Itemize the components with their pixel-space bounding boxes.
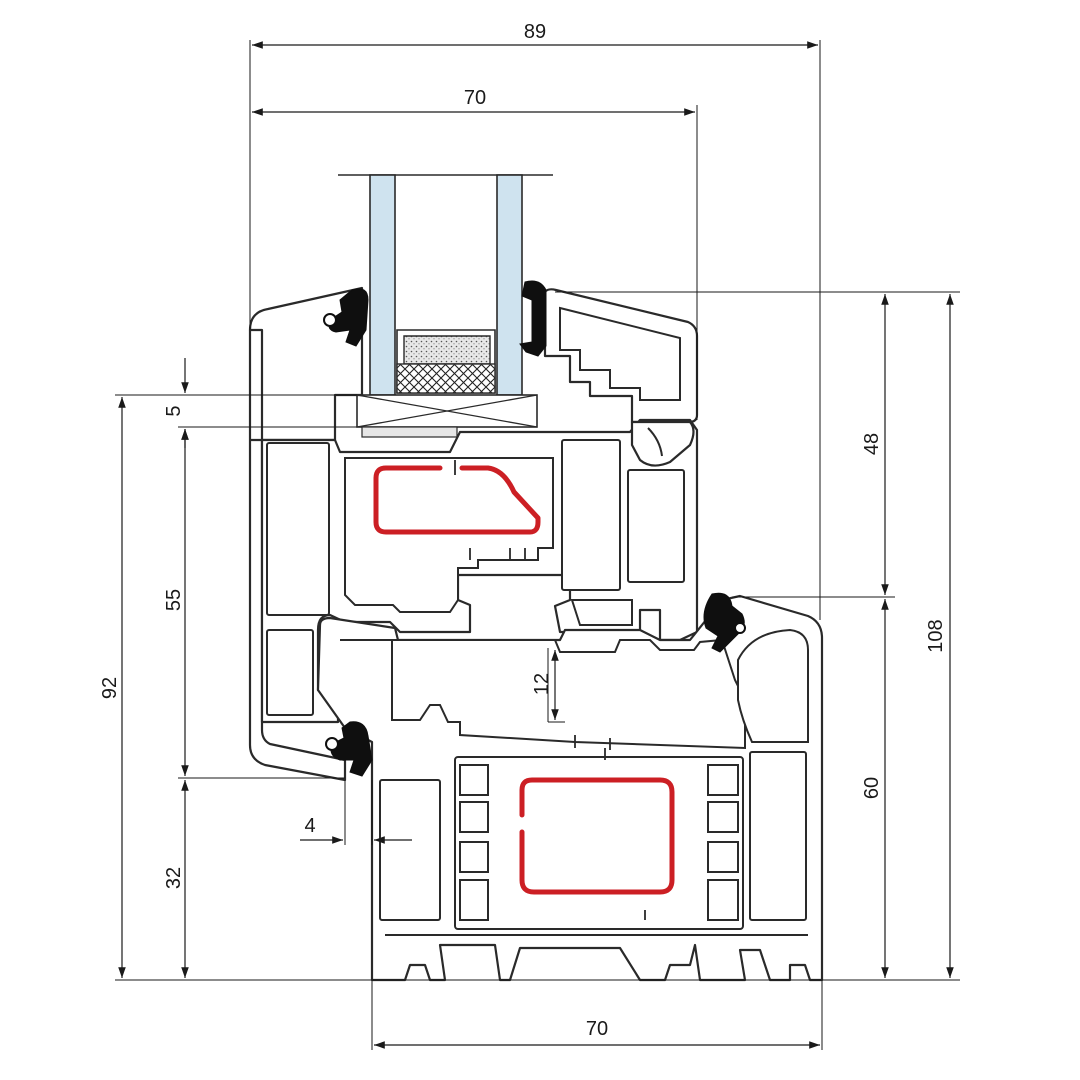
frame-chamber-right (749, 751, 807, 921)
sash-chamber-left (266, 442, 330, 616)
sash-chamber-mid (561, 439, 621, 591)
secondary-sealant (396, 363, 496, 394)
dim-label-right-frame: 60 (861, 777, 883, 799)
frame-chamber-left (379, 779, 441, 921)
sash-hook (630, 420, 695, 467)
glazing-bead-chamber (559, 306, 681, 401)
frame-rebate-gasket-hollow (325, 737, 339, 751)
frame-cell-5 (707, 764, 739, 796)
frame-cell-3 (459, 841, 489, 873)
dim-label-left-total: 92 (99, 677, 121, 699)
frame-reinforcement-chamber (454, 756, 744, 930)
dim-label-glazing-rebate: 5 (163, 405, 185, 416)
seals (323, 280, 746, 777)
dim-label-overlap-gap: 12 (531, 673, 553, 695)
frame-steel-reinforcement (519, 777, 675, 895)
dimensioning: 89 70 70 48 60 108 5 55 92 32 12 4 (99, 21, 960, 1050)
sash-profile (248, 286, 699, 782)
sash-reinforcement-clips (454, 460, 526, 560)
inner-glazing-gasket (519, 280, 547, 357)
sash-chamber-right (627, 469, 685, 583)
frame-cell-4 (459, 879, 489, 921)
sash-reinforcement-chamber (344, 457, 554, 613)
desiccant-spacer (403, 335, 491, 365)
glazing-bridge (361, 426, 458, 438)
dim-label-right-sash: 48 (861, 433, 883, 455)
sash-hook-lip (647, 427, 663, 457)
frame-reinforcement-clips (574, 735, 646, 920)
dim-label-top-overall: 89 (524, 21, 546, 43)
dim-label-right-total: 108 (925, 619, 947, 652)
frame-chamber-upper-right (737, 628, 809, 743)
dim-label-left-frame-lower: 32 (163, 867, 185, 889)
glass-pane-right (496, 174, 523, 396)
dim-label-top-sash: 70 (464, 87, 486, 109)
frame-profile (316, 594, 824, 982)
glass-pane-left (369, 174, 396, 396)
frame-center-gasket-hollow (734, 622, 746, 634)
frame-cell-7 (707, 841, 739, 873)
dim-label-bottom-frame: 70 (586, 1018, 608, 1040)
glazing-unit (338, 174, 553, 438)
sash-chamber-bottom (570, 599, 633, 626)
frame-cell-2 (459, 801, 489, 833)
dim-label-gasket-offset: 4 (304, 815, 315, 837)
frame-cell-1 (459, 764, 489, 796)
outer-glazing-gasket-hollow (323, 313, 337, 327)
dim-label-left-sash: 55 (163, 589, 185, 611)
sash-chamber-left-lower (266, 629, 314, 716)
sash-steel-reinforcement (373, 465, 541, 535)
frame-cell-6 (707, 801, 739, 833)
glazing-block-cross (356, 394, 538, 428)
frame-cell-8 (707, 879, 739, 921)
